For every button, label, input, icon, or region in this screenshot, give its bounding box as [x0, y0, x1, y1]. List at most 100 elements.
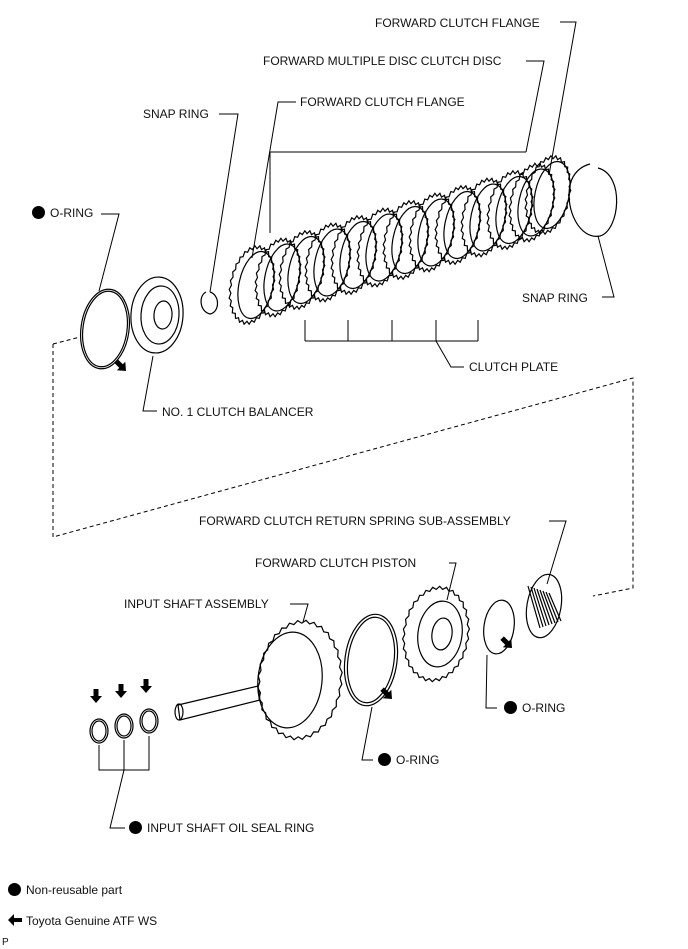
- o-ring-bottom-inner: [346, 616, 396, 704]
- leader-line: [142, 355, 157, 412]
- atf-arrow-icon: [140, 679, 152, 693]
- o-ring-left-inner: [81, 290, 129, 368]
- non-reusable-icon: [129, 821, 142, 834]
- leader-line: [209, 113, 239, 293]
- leader-line: [485, 654, 497, 709]
- clutch-disc-inner: [237, 250, 275, 320]
- oil-seal-ring: [114, 713, 134, 739]
- group-boundary: [52, 336, 81, 345]
- atf-arrow-icon: [90, 689, 102, 703]
- clutch-balancer: [130, 276, 184, 354]
- clutch-disc: [254, 237, 302, 318]
- leader-line: [435, 340, 464, 368]
- clutch-balancer-inner: [140, 285, 180, 345]
- clutch-disc: [330, 214, 378, 296]
- leader-line: [446, 562, 457, 601]
- clutch-disc: [356, 207, 404, 288]
- oil-seal-ring: [139, 708, 159, 734]
- clutch-disc: [278, 229, 326, 311]
- atf-arrow-icon: [380, 687, 392, 699]
- piston-inner: [417, 600, 463, 668]
- leader-line: [109, 769, 125, 829]
- non-reusable-icon: [8, 883, 21, 896]
- legend-text: Toyota Genuine ATF WS: [26, 914, 158, 928]
- clutch-disc-inner: [365, 213, 403, 282]
- legend-atf: Toyota Genuine ATF WS: [8, 914, 157, 928]
- legend-non-reusable: Non-reusable part: [8, 883, 122, 897]
- return-spring-coil: [527, 585, 541, 629]
- corner-mark: P: [2, 937, 9, 948]
- label-forward-clutch-flange-top: FORWARD CLUTCH FLANGE: [375, 16, 540, 30]
- o-ring-right: [483, 599, 515, 655]
- snap-ring-left: [200, 291, 219, 315]
- non-reusable-icon: [32, 206, 45, 219]
- return-spring-coil: [542, 590, 556, 624]
- clutch-disc-inner: [417, 198, 455, 267]
- leader-line: [597, 235, 615, 298]
- clutch-disc-inner: [313, 228, 351, 297]
- clutch-disc: [304, 222, 352, 303]
- piston-hub: [431, 617, 453, 651]
- leader-line: [251, 101, 296, 259]
- label-text: O-RING: [50, 206, 94, 220]
- leader-line: [290, 603, 309, 623]
- return-spring-coil: [545, 591, 559, 623]
- label-o-ring-right: O-RING: [504, 701, 565, 715]
- clutch-disc-inner: [287, 235, 325, 305]
- label-forward-clutch-piston: FORWARD CLUTCH PISTON: [255, 556, 417, 570]
- atf-arrow-shape: [90, 689, 102, 703]
- label-clutch-plate: CLUTCH PLATE: [469, 360, 559, 374]
- label-text: O-RING: [396, 753, 440, 767]
- atf-arrow-shape: [114, 359, 126, 371]
- clutch-disc-inner: [495, 175, 533, 245]
- oil-seal-ring-inner: [141, 710, 157, 732]
- return-spring: [525, 573, 563, 639]
- legend-text: Non-reusable part: [26, 883, 123, 897]
- label-o-ring-left: O-RING: [32, 206, 93, 220]
- oil-seal-ring-inner: [116, 715, 132, 737]
- return-spring-coil: [536, 588, 550, 626]
- clutch-balancer-hub: [153, 300, 173, 330]
- non-reusable-icon: [378, 753, 391, 766]
- clutch-disc-inner: [517, 168, 555, 237]
- return-spring-coil: [539, 589, 553, 625]
- clutch-disc-inner: [339, 220, 377, 290]
- leader-line: [98, 213, 120, 292]
- label-input-shaft-oil-seal-ring: INPUT SHAFT OIL SEAL RING: [129, 821, 314, 835]
- clutch-disc: [460, 177, 508, 258]
- leader-line: [546, 520, 567, 585]
- non-reusable-icon: [504, 701, 517, 714]
- clutch-disc-inner: [391, 205, 429, 275]
- leader-line: [525, 60, 545, 153]
- snap-ring-right: [568, 163, 618, 237]
- atf-arrow-shape: [380, 687, 392, 699]
- leader-line: [361, 706, 373, 761]
- o-ring-bottom: [343, 613, 399, 707]
- atf-arrow-shape: [500, 636, 512, 648]
- label-snap-ring-right: SNAP RING: [522, 291, 588, 305]
- return-spring-coil: [548, 592, 562, 622]
- clutch-disc-inner: [469, 183, 507, 252]
- atf-arrow-shape: [140, 679, 152, 693]
- oil-seal-ring: [89, 718, 109, 744]
- label-forward-clutch-flange: FORWARD CLUTCH FLANGE: [300, 95, 465, 109]
- left-arrow-icon: [8, 914, 22, 926]
- atf-arrow-icon: [500, 636, 512, 648]
- forward-clutch-piston: [401, 585, 471, 683]
- label-forward-multiple-disc-clutch-disc: FORWARD MULTIPLE DISC CLUTCH DISC: [263, 54, 502, 68]
- group-boundary: [52, 344, 634, 597]
- label-text: INPUT SHAFT OIL SEAL RING: [147, 821, 315, 835]
- input-shaft-drum-inner: [257, 631, 323, 729]
- label-return-spring: FORWARD CLUTCH RETURN SPRING SUB-ASSEMBL…: [199, 514, 511, 528]
- return-spring-coil: [530, 586, 544, 628]
- atf-arrow-shape: [115, 684, 127, 698]
- leader-line: [548, 21, 577, 176]
- clutch-disc: [408, 192, 456, 273]
- clutch-disc: [434, 184, 482, 266]
- label-input-shaft-assembly: INPUT SHAFT ASSEMBLY: [124, 597, 269, 611]
- input-shaft: [177, 685, 261, 721]
- label-text: O-RING: [522, 701, 566, 715]
- clutch-disc: [382, 199, 430, 281]
- clutch-disc-inner: [443, 190, 481, 260]
